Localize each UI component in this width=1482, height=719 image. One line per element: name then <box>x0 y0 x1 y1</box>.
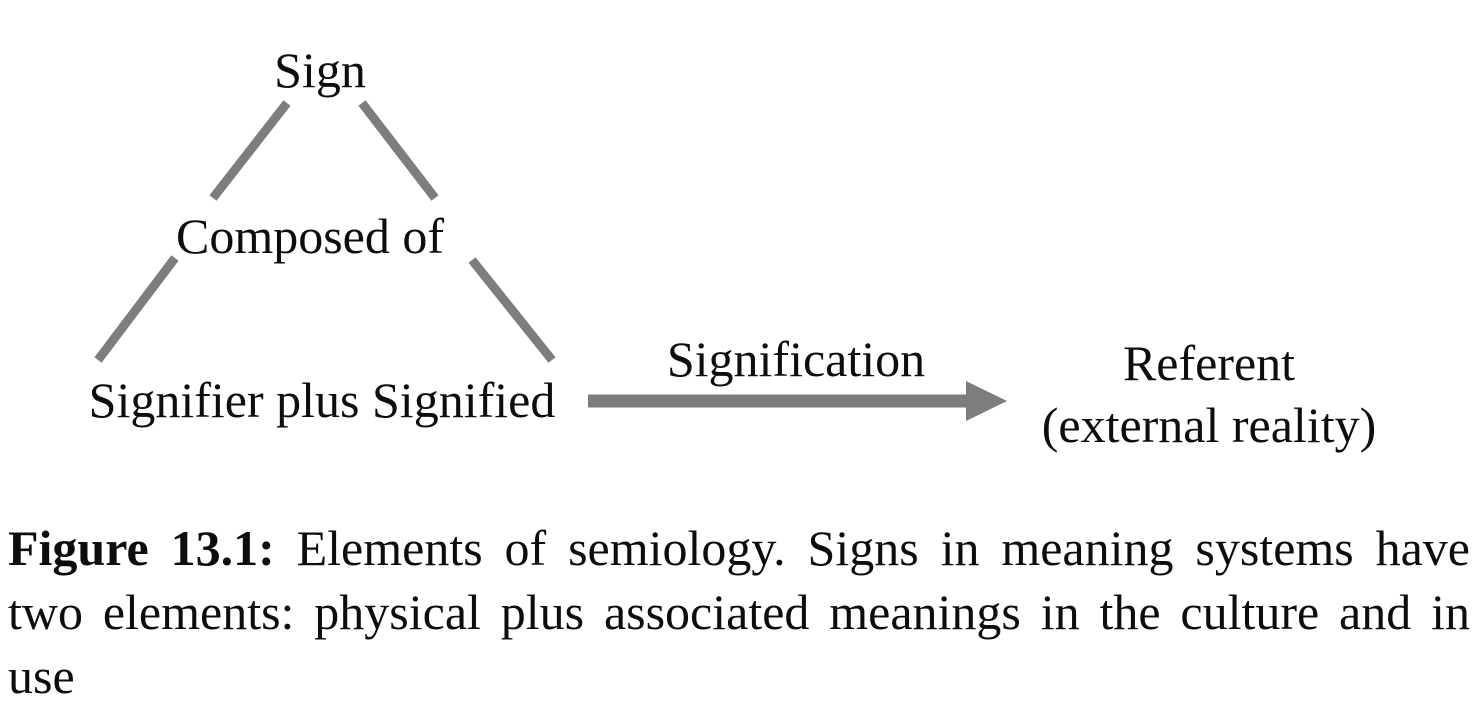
referent-title: Referent <box>1122 335 1296 391</box>
edge-composed-to-signifier-left <box>94 255 179 363</box>
node-referent: Referent (external reality) <box>1042 332 1377 456</box>
figure-number-label: Figure 13.1: <box>8 520 275 576</box>
caption-line-1: Figure 13.1: Elements of semiology. Sign… <box>8 516 1470 580</box>
node-signifier-plus-signified: Signifier plus Signified <box>88 372 556 428</box>
signification-arrow-label: Signification <box>666 331 926 387</box>
signification-arrow-head <box>966 381 1007 421</box>
figure-caption: Figure 13.1: Elements of semiology. Sign… <box>8 516 1470 708</box>
referent-subtitle: (external reality) <box>1041 397 1377 453</box>
edge-sign-to-composed-right <box>358 100 439 201</box>
node-sign: Sign <box>274 42 366 98</box>
caption-line-2: two elements: physical plus associated m… <box>8 584 1470 640</box>
caption-line-1-text: Elements of semiology. Signs in meaning … <box>296 520 1470 576</box>
node-composed-of: Composed of <box>175 208 445 264</box>
edge-composed-to-signifier-right <box>468 257 556 363</box>
edge-sign-to-composed-left <box>209 100 291 201</box>
caption-line-3: use <box>8 648 75 704</box>
